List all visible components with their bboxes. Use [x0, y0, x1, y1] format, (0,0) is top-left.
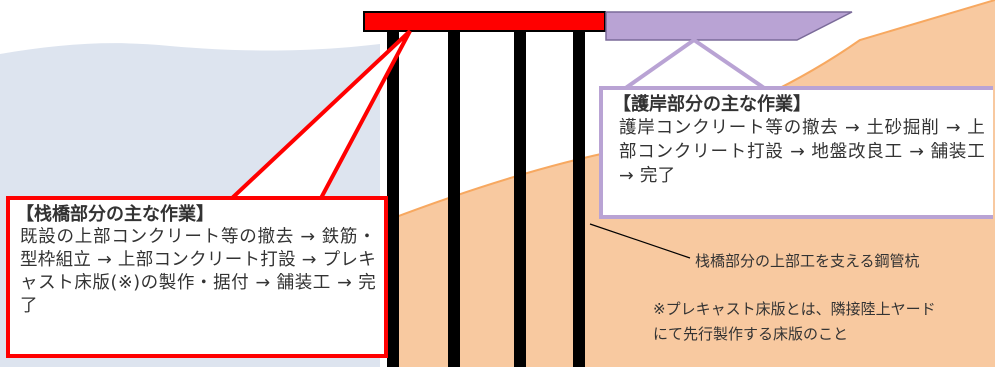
pier-works-body: 既設の上部コンクリート等の撤去 → 鉄筋・型枠組立 → 上部コンクリート打設 →… [20, 227, 376, 316]
pile [573, 26, 585, 367]
revetment-callout [613, 37, 777, 94]
pier-works-box: 【栈橋部分の主な作業】 既設の上部コンクリート等の撤去 → 鉄筋・型枠組立 → … [6, 196, 388, 358]
pile-label: 栈橋部分の上部工を支える鋼管杭 [695, 252, 920, 270]
pile-leader-line [589, 223, 691, 259]
precast-note-line2: にて先行製作する床版のこと [653, 325, 849, 343]
revetment-works-box: 【護岸部分の主な作業】 護岸コンクリート等の撤去 → 土砂掘削 → 上部コンクリ… [599, 86, 993, 219]
revetment-section [605, 11, 853, 41]
pile [448, 26, 460, 367]
pile [514, 26, 526, 367]
revetment-works-body: 護岸コンクリート等の撤去 → 土砂掘削 → 上部コンクリート打設 → 地盤改良工… [619, 118, 985, 186]
precast-note-line1: ※プレキャスト床版とは、隣接陸上ヤード [653, 300, 936, 318]
pile [387, 26, 399, 367]
pier-deck [363, 11, 606, 32]
precast-note: ※プレキャスト床版とは、隣接陸上ヤード にて先行製作する床版のこと [653, 297, 936, 347]
revetment-works-title: 【護岸部分の主な作業】 [613, 94, 811, 115]
pier-works-title: 【栈橋部分の主な作業】 [16, 204, 214, 225]
